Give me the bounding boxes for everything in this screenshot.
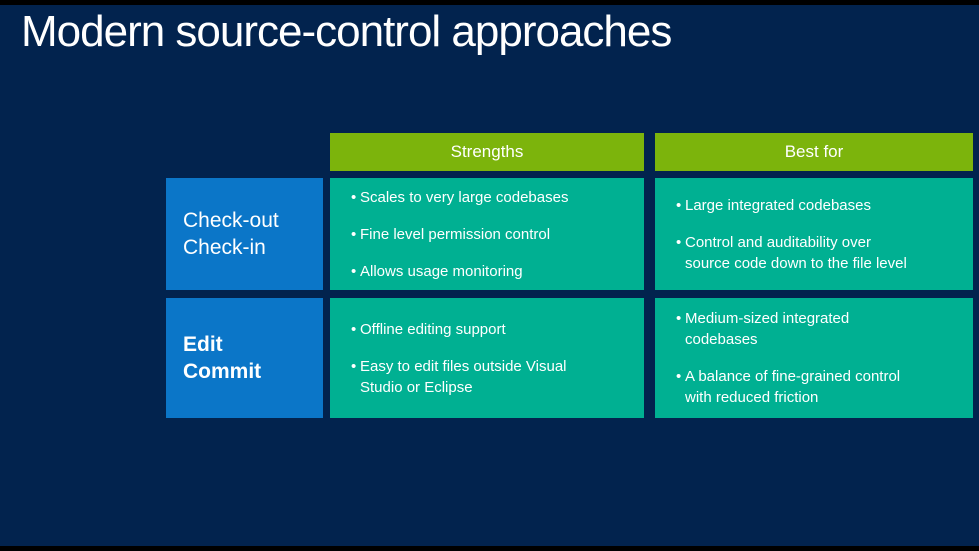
- bullet-marker: •: [351, 225, 357, 243]
- bullet-marker: •: [351, 357, 357, 375]
- cell-checkout-strengths: • Scales to very large codebases • Fine …: [330, 178, 644, 290]
- bullet-item: • Offline editing support: [330, 319, 644, 340]
- row-label-checkout-checkin: Check-out Check-in: [166, 178, 323, 290]
- row-label-line: Edit: [183, 333, 223, 356]
- bullet-item: • Scales to very large codebases: [330, 187, 644, 208]
- slide-title: Modern source-control approaches: [21, 7, 672, 56]
- cell-checkout-best-for: • Large integrated codebases • Control a…: [655, 178, 973, 290]
- column-header-strengths: Strengths: [330, 133, 644, 171]
- bullet-item: • Fine level permission control: [330, 224, 644, 245]
- bullet-marker: •: [676, 233, 682, 251]
- bullet-text: Medium-sized integrated codebases: [685, 310, 850, 348]
- cell-editcommit-strengths: • Offline editing support • Easy to edit…: [330, 298, 644, 418]
- bullet-text: A balance of fine-grained control with r…: [685, 368, 901, 406]
- bullet-item: • Large integrated codebases: [655, 195, 973, 216]
- bullet-item: • A balance of fine-grained control with…: [655, 366, 973, 408]
- column-header-best-for: Best for: [655, 133, 973, 171]
- row-label-line: Check-out: [183, 209, 279, 232]
- cell-editcommit-best-for: • Medium-sized integrated codebases • A …: [655, 298, 973, 418]
- bullet-text: Scales to very large codebases: [360, 188, 569, 206]
- row-label-line: Commit: [183, 360, 262, 383]
- bullet-item: • Easy to edit files outside Visual Stud…: [330, 356, 644, 398]
- bullet-text: Control and auditability over source cod…: [685, 233, 907, 272]
- row-label-line: Check-in: [183, 236, 266, 259]
- bullet-marker: •: [351, 320, 357, 338]
- bullet-text: Allows usage monitoring: [360, 262, 523, 280]
- bullet-marker: •: [676, 196, 682, 214]
- bullet-marker: •: [351, 188, 357, 206]
- slide-background: Modern source-control approaches Strengt…: [0, 5, 979, 546]
- bullet-text: Easy to edit files outside Visual Studio…: [360, 357, 567, 396]
- bullet-marker: •: [676, 310, 682, 327]
- bullet-text: Large integrated codebases: [685, 196, 871, 214]
- bullet-marker: •: [676, 368, 682, 385]
- bullet-item: • Control and auditability over source c…: [655, 232, 973, 274]
- comparison-table: Strengths Best for Check-out Check-in • …: [166, 133, 973, 418]
- bullet-item: • Medium-sized integrated codebases: [655, 308, 973, 350]
- bullet-marker: •: [351, 262, 357, 280]
- row-label-edit-commit: Edit Commit: [166, 298, 323, 418]
- bullet-item: • Allows usage monitoring: [330, 261, 644, 282]
- bullet-text: Offline editing support: [360, 320, 506, 338]
- bullet-text: Fine level permission control: [360, 225, 551, 243]
